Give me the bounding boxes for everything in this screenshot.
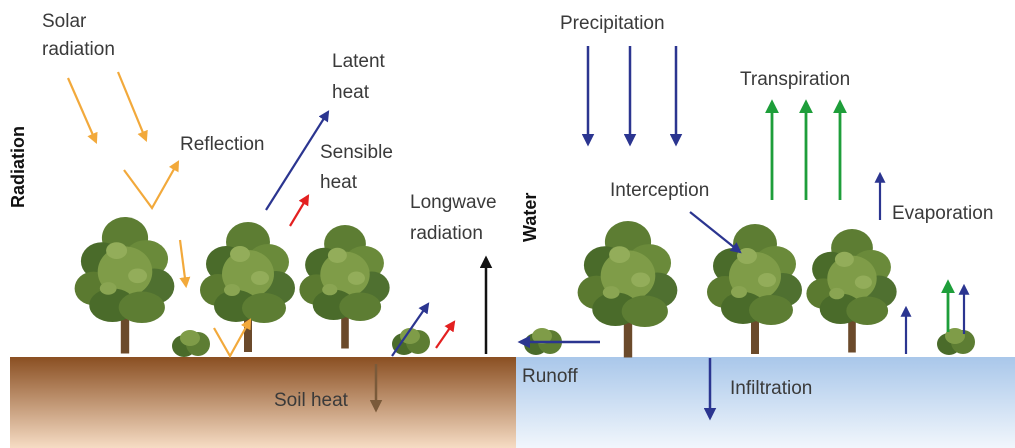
- shrub-icon: [937, 328, 975, 355]
- shrub-icon: [392, 328, 430, 355]
- solar-arrow: [116, 71, 148, 143]
- solar-arrow: [178, 239, 191, 289]
- tree-icon: [74, 217, 175, 354]
- reflection-label: Reflection: [180, 134, 265, 155]
- reflection-arrow: [123, 160, 180, 211]
- transpiration-label: Transpiration: [740, 69, 850, 90]
- tree-icon: [806, 229, 897, 353]
- water-ground: [516, 357, 1015, 448]
- sensible-heat-label: Sensible: [320, 142, 393, 163]
- interception-arrow: [689, 211, 742, 254]
- tree-icon: [200, 222, 295, 352]
- solar-arrow: [66, 77, 98, 145]
- tree-icon: [577, 221, 678, 358]
- runoff-label: Runoff: [522, 366, 578, 387]
- longwave-radiation-label: Longwave: [410, 192, 497, 213]
- radiation-side-label: Radiation: [8, 126, 28, 208]
- sensible-heat-arrow: [289, 194, 310, 227]
- latent-heat-arrow: [391, 302, 430, 357]
- interception-label: Interception: [610, 180, 709, 201]
- longwave-radiation-label-line2: radiation: [410, 223, 483, 244]
- latent-heat-label: Latent: [332, 51, 386, 72]
- tree-icon: [299, 225, 390, 349]
- reflection-arrow: [213, 318, 252, 359]
- shrub-icon: [172, 330, 210, 357]
- sensible-heat-arrow: [435, 320, 456, 349]
- precipitation-label: Precipitation: [560, 13, 665, 34]
- solar-radiation-label: Solar: [42, 11, 87, 32]
- latent-heat-label-line2: heat: [332, 82, 370, 103]
- tree-icon: [707, 224, 802, 354]
- soil-ground: [10, 357, 516, 448]
- infiltration-label: Infiltration: [730, 378, 812, 399]
- water-side-label: Water: [520, 193, 540, 242]
- sensible-heat-label-line2: heat: [320, 172, 358, 193]
- solar-radiation-label-line2: radiation: [42, 39, 115, 60]
- latent-heat-arrow: [265, 110, 330, 211]
- soil-heat-label: Soil heat: [274, 390, 349, 411]
- evaporation-label: Evaporation: [892, 203, 993, 224]
